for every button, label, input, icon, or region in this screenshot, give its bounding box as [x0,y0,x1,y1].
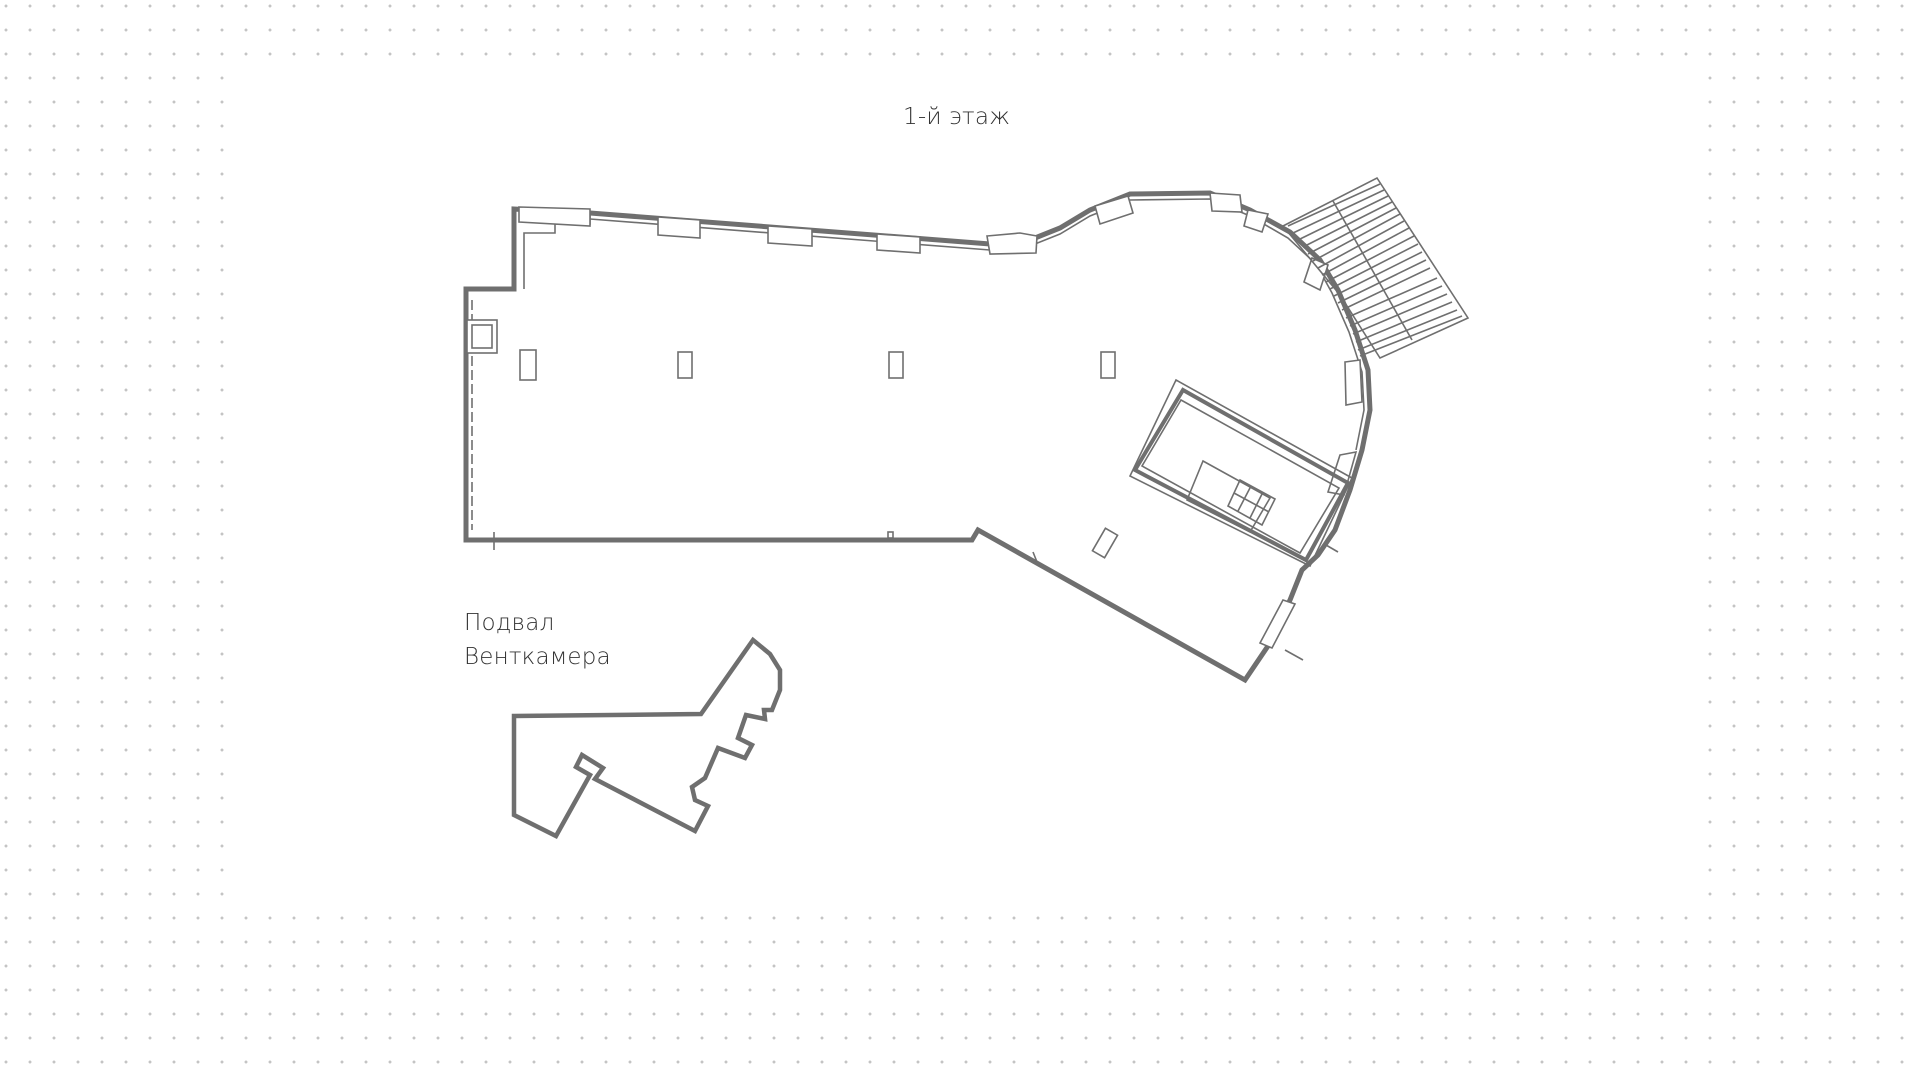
first-floor-plan [463,176,1470,684]
door-tick [1032,551,1038,563]
stairs-icon [1226,478,1277,527]
basement-label-line1: Подвал [464,610,555,636]
plan-canvas [230,64,1690,904]
basement-label: Подвал Венткамера [464,606,611,674]
small-post [887,531,894,539]
basement-label-line2: Венткамера [464,644,611,670]
columns [519,349,1119,559]
outer-wall [463,190,1373,684]
stair-core [1128,378,1354,568]
exterior-terrace-hatch [1281,176,1470,360]
basement-plan [511,636,783,839]
shaft-inner [471,324,493,349]
inner-wall-line [589,198,1365,451]
basement-outline [511,636,783,839]
lower-right-window [1258,599,1297,650]
floor-label-first: 1-й этаж [903,104,1011,130]
